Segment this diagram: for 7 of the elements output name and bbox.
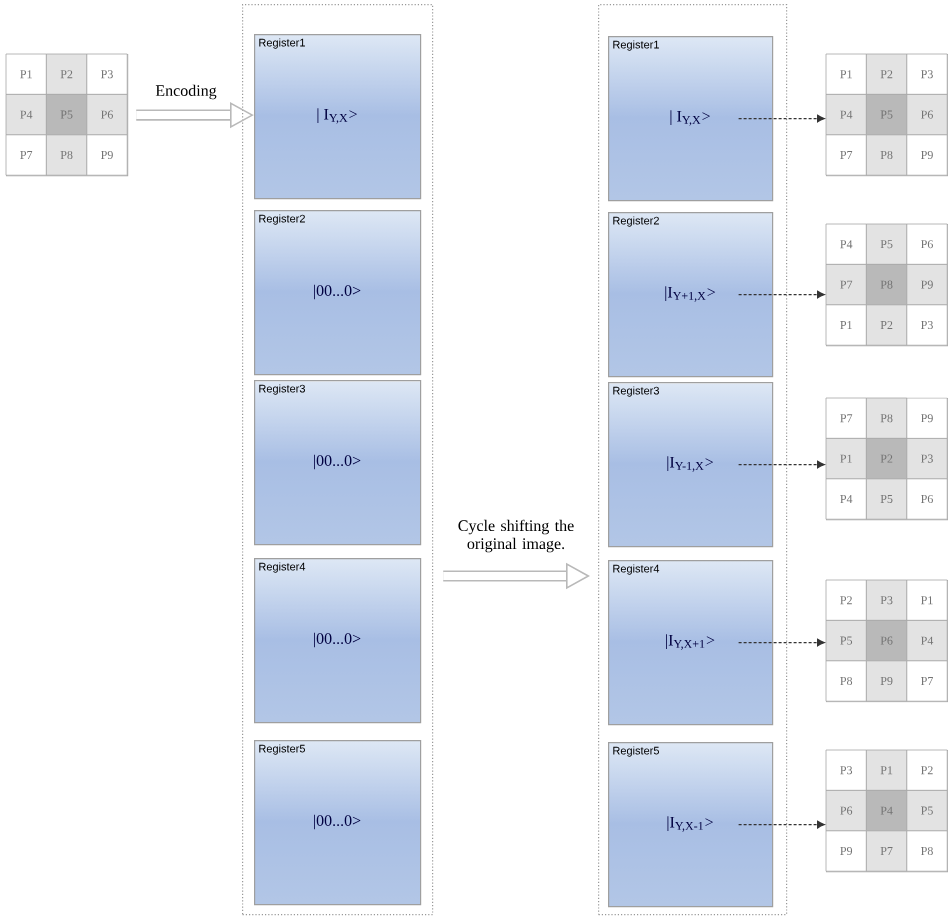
edge-label: Encoding: [155, 84, 217, 100]
dashed-arrow: [738, 290, 825, 299]
dashed-arrow: [738, 460, 825, 469]
dashed-arrow: [738, 114, 825, 123]
edge-label: Cycle shifting the original image.: [458, 519, 574, 553]
dashed-arrow: [738, 820, 825, 829]
dashed-arrow: [738, 638, 825, 647]
